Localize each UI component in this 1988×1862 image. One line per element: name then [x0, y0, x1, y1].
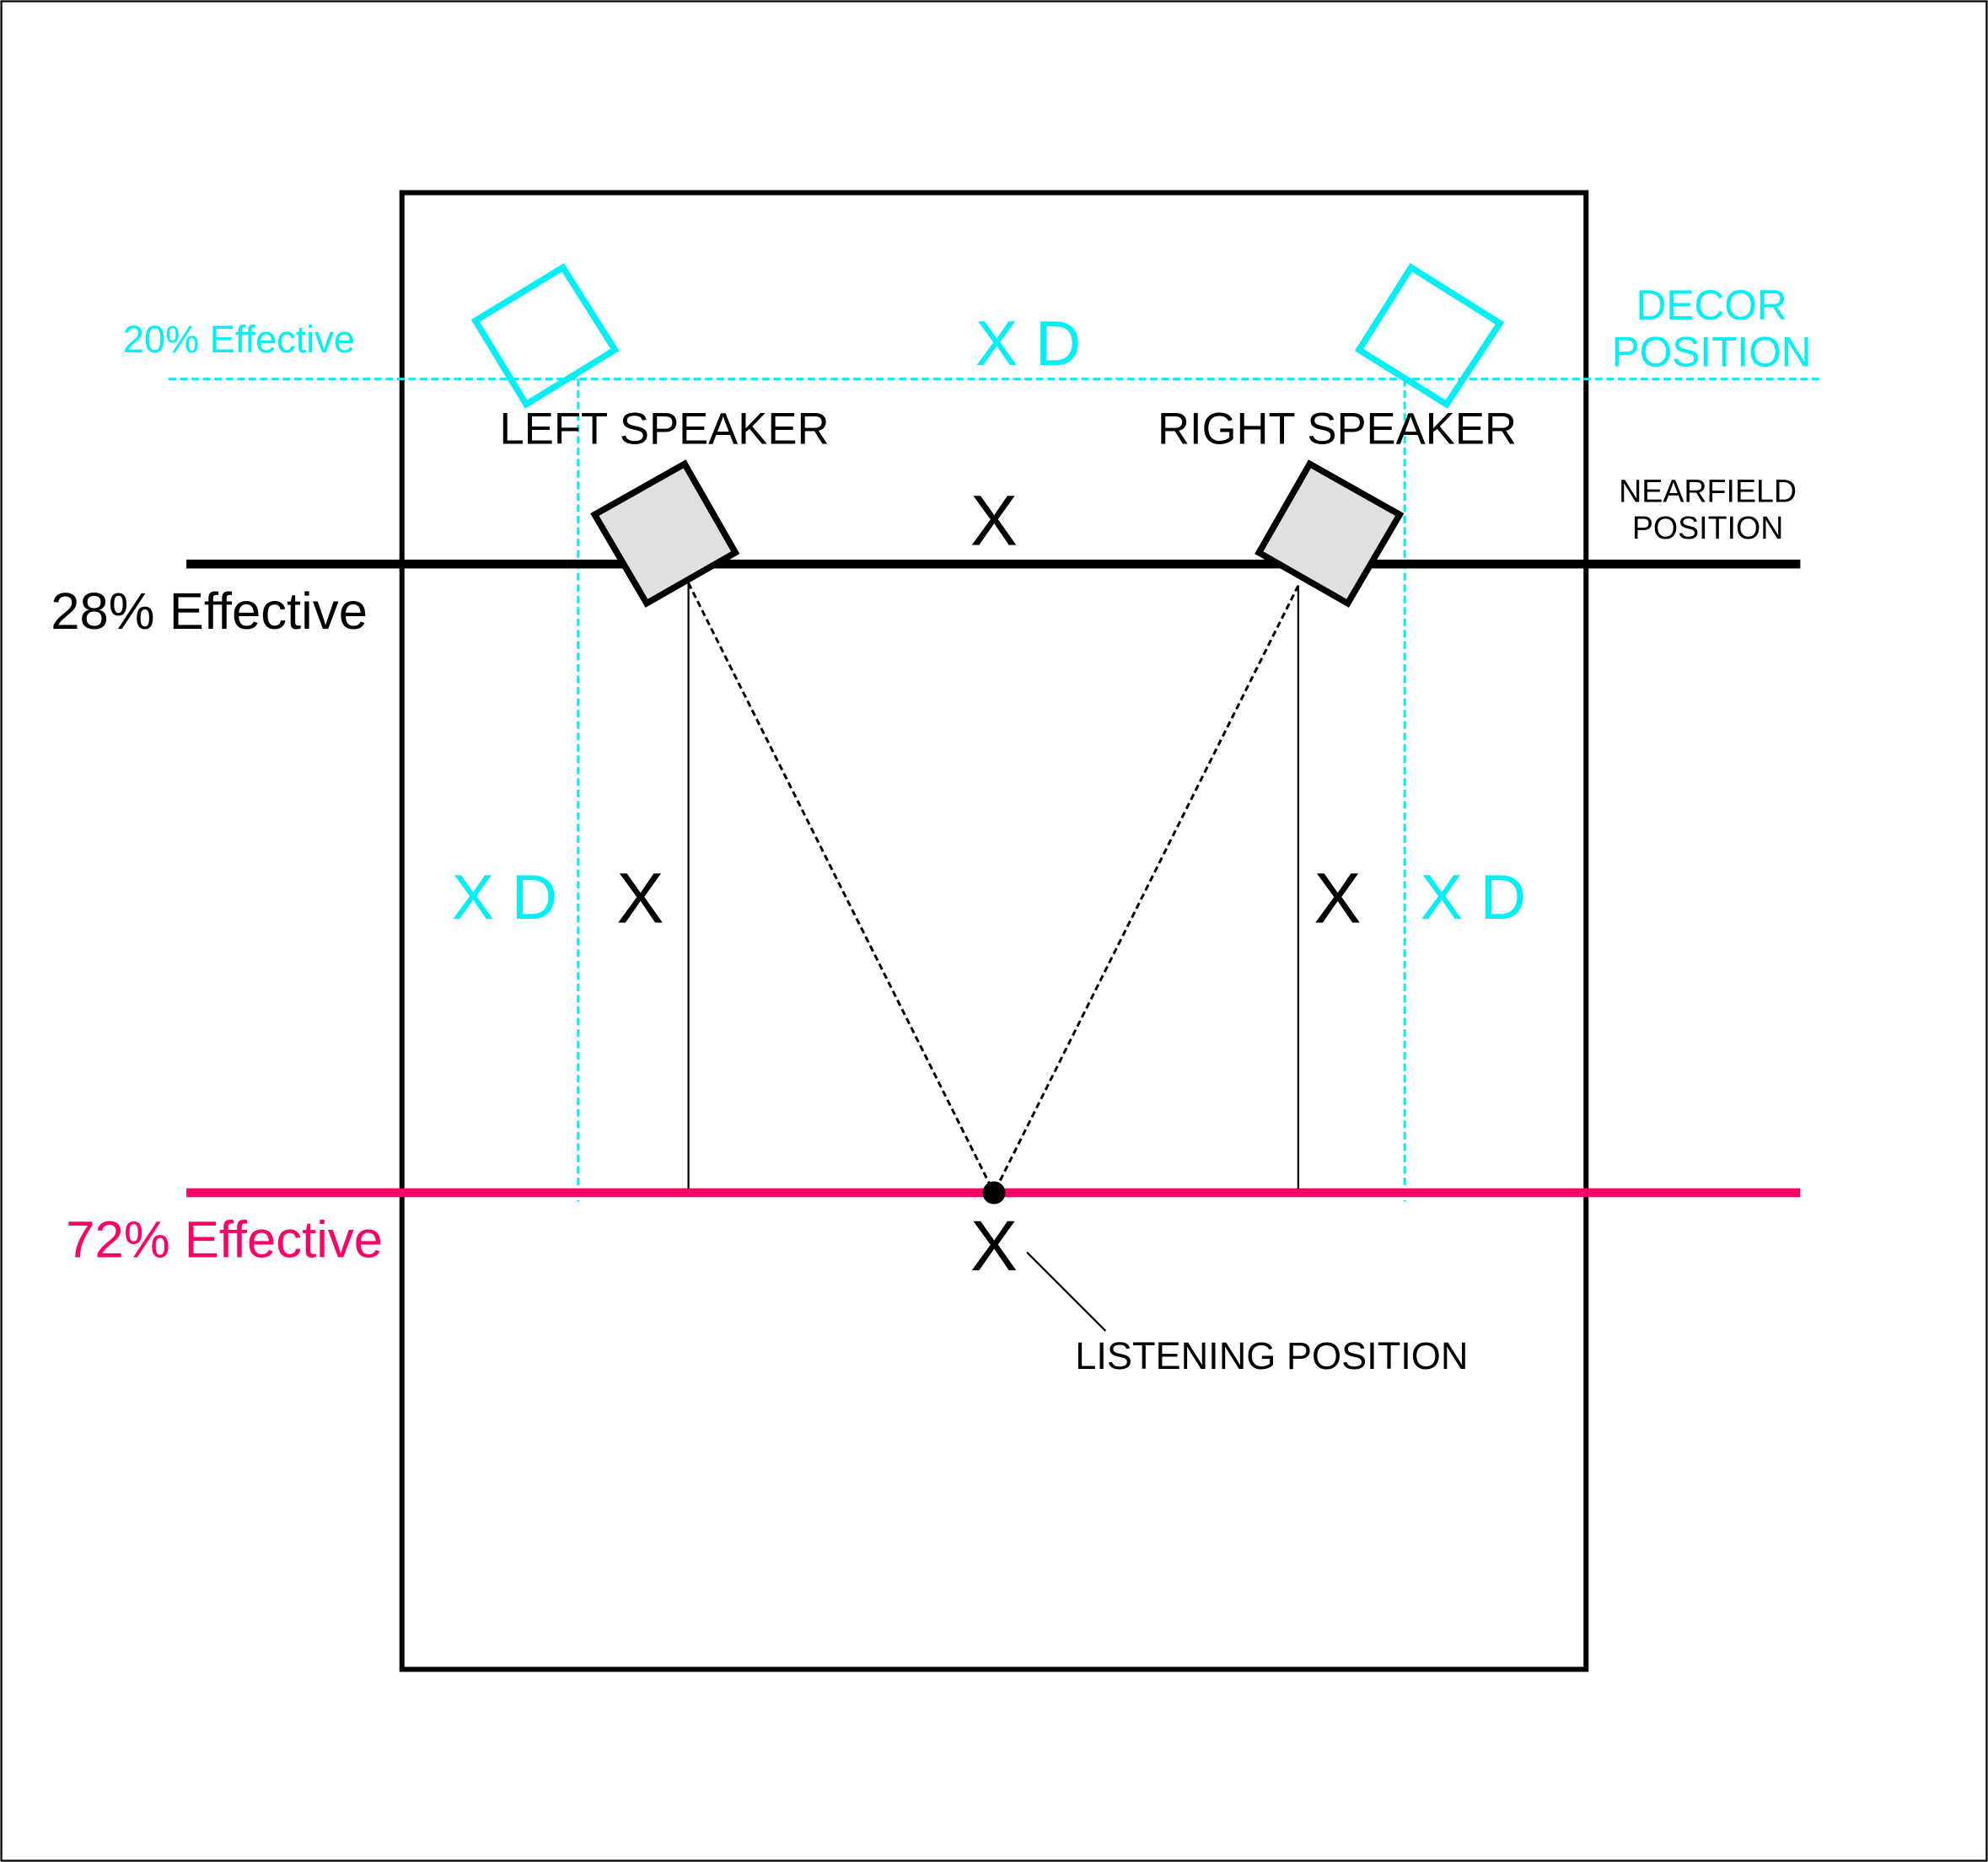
listening-point	[982, 1181, 1006, 1205]
xd-right-label: X D	[1421, 861, 1526, 932]
decor-right-speaker	[1354, 263, 1505, 409]
listening-leader-line	[1026, 1251, 1107, 1332]
decor-position-label-2: POSITION	[1612, 329, 1812, 376]
nearfield-position-label-1: NEARFIELD	[1619, 473, 1797, 508]
decor-position-label-1: DECOR	[1636, 282, 1787, 329]
listening-effective-label: 72% Effective	[66, 1211, 383, 1269]
decor-left-speaker	[470, 263, 620, 409]
right-speaker-icon	[1255, 459, 1405, 608]
left-listening-axis	[687, 582, 996, 1194]
xd-top-label: X D	[975, 308, 1081, 378]
left-speaker-icon	[590, 459, 740, 608]
left-speaker-label: LEFT SPEAKER	[500, 404, 830, 453]
x-listening-label: X	[970, 1206, 1018, 1285]
x-right-label: X	[1314, 859, 1361, 938]
listening-position-label: LISTENING POSITION	[1075, 1334, 1468, 1377]
x-left-label: X	[616, 859, 664, 938]
x-top-label: X	[970, 481, 1018, 561]
right-speaker-label: RIGHT SPEAKER	[1158, 404, 1517, 453]
decor-effective-label: 20% Effective	[123, 318, 355, 361]
right-listening-axis	[992, 585, 1300, 1194]
xd-left-label: X D	[452, 861, 557, 932]
nearfield-effective-label: 28% Effective	[51, 582, 368, 641]
nearfield-position-label-2: POSITION	[1632, 510, 1784, 545]
room-outline	[399, 190, 1589, 1672]
